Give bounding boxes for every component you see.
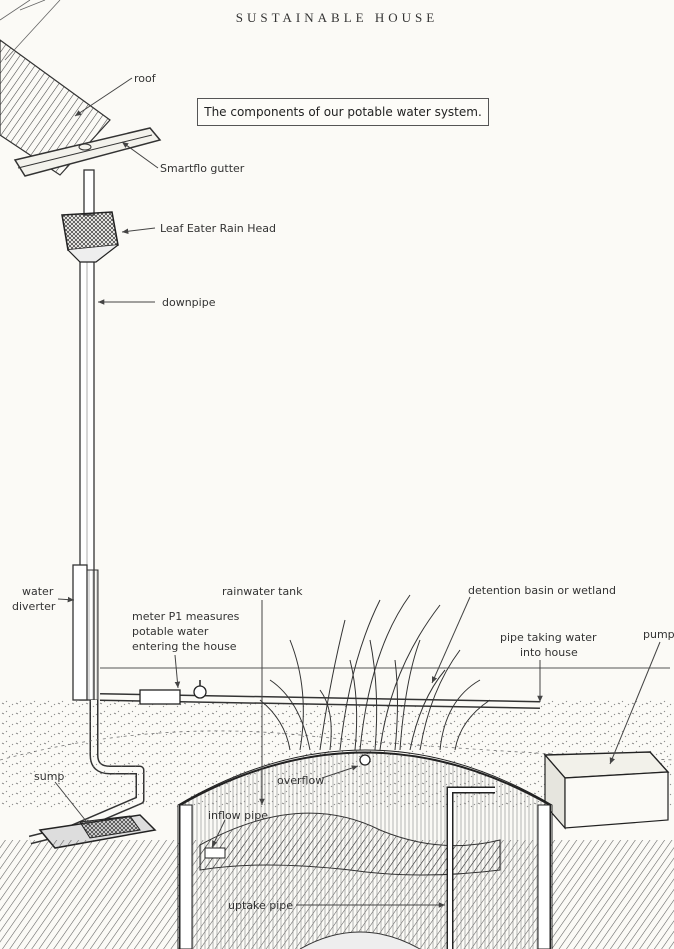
label-downpipe: downpipe [162, 295, 215, 310]
label-leaf-eater-rain-head: Leaf Eater Rain Head [160, 221, 276, 236]
label-pipe-into-house-line2: into house [520, 645, 578, 660]
pump-housing [545, 752, 668, 828]
label-meter-line1: meter P1 measures [132, 609, 239, 624]
label-overflow: overflow [277, 773, 324, 788]
label-inflow-pipe: inflow pipe [208, 808, 268, 823]
leaf-eater-rain-head [62, 212, 118, 262]
label-pump: pump [643, 627, 674, 642]
label-water-diverter-line2: diverter [12, 599, 55, 614]
label-meter-line3: entering the house [132, 639, 237, 654]
figure-caption: The components of our potable water syst… [197, 98, 489, 126]
water-diverter [73, 565, 98, 700]
label-rainwater-tank: rainwater tank [222, 584, 303, 599]
label-water-diverter-line1: water [22, 584, 53, 599]
label-roof: roof [134, 71, 156, 86]
rainwater-tank [178, 750, 552, 949]
running-title: SUSTAINABLE HOUSE [0, 10, 674, 26]
label-pipe-into-house-line1: pipe taking water [500, 630, 597, 645]
label-detention-basin: detention basin or wetland [468, 583, 616, 598]
label-smartflo-gutter: Smartflo gutter [160, 161, 244, 176]
label-meter-line2: potable water [132, 624, 208, 639]
label-sump: sump [34, 769, 64, 784]
label-uptake-pipe: uptake pipe [228, 898, 293, 913]
